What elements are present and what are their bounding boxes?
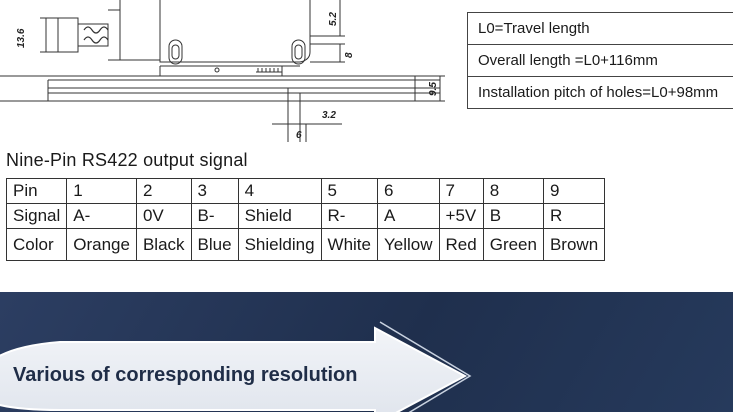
table-cell: 2	[135, 178, 192, 204]
table-cell: 4	[237, 178, 322, 204]
resolution-banner: Various of corresponding resolution	[0, 292, 733, 412]
table-cell: A	[377, 203, 440, 229]
dim-13-6: 13.6	[16, 28, 27, 48]
table-cell: 6	[377, 178, 440, 204]
pin-table: Pin 1 2 3 4 5 6 7 8 9 Signal A- 0V B- Sh…	[5, 178, 606, 261]
table-cell: A-	[66, 203, 137, 229]
dim-8: 8	[344, 52, 355, 58]
dim-6: 6	[296, 130, 302, 141]
table-cell: Black	[135, 228, 192, 261]
spec-travel-length: L0=Travel length	[468, 13, 733, 45]
table-cell: R-	[320, 203, 379, 229]
table-cell: B	[482, 203, 544, 229]
table-cell: +5V	[438, 203, 484, 229]
table-row-signal: Signal A- 0V B- Shield R- A +5V B R	[5, 203, 606, 229]
table-cell: Brown	[542, 228, 606, 261]
spec-box: L0=Travel length Overall length =L0+116m…	[467, 12, 733, 109]
table-cell: R	[542, 203, 606, 229]
table-cell: 8	[482, 178, 544, 204]
row-label-signal: Signal	[5, 203, 68, 229]
table-cell: Blue	[190, 228, 239, 261]
spec-hole-pitch: Installation pitch of holes=L0+98mm	[478, 84, 719, 101]
table-row-pin: Pin 1 2 3 4 5 6 7 8 9	[5, 178, 606, 204]
table-cell: 1	[66, 178, 137, 204]
dim-9-5: 9.5	[428, 82, 439, 96]
dim-3-2: 3.2	[322, 110, 336, 121]
mechanical-drawing: 13.6 5.2 8 9.5 3.2 6	[0, 0, 465, 148]
table-cell: White	[320, 228, 379, 261]
table-cell: 5	[320, 178, 379, 204]
dim-5-2: 5.2	[328, 12, 339, 26]
row-label-color: Color	[5, 228, 68, 261]
table-cell: 9	[542, 178, 606, 204]
table-cell: Green	[482, 228, 544, 261]
section-title: Nine-Pin RS422 output signal	[6, 150, 248, 170]
table-cell: 7	[438, 178, 484, 204]
arrow-shape	[0, 321, 472, 412]
table-cell: Red	[438, 228, 484, 261]
table-cell: 3	[190, 178, 239, 204]
table-cell: 0V	[135, 203, 192, 229]
table-cell: B-	[190, 203, 239, 229]
table-cell: Yellow	[377, 228, 440, 261]
table-cell: Orange	[66, 228, 137, 261]
row-label-pin: Pin	[5, 178, 68, 204]
banner-label: Various of corresponding resolution	[13, 364, 358, 386]
table-row-color: Color Orange Black Blue Shielding White …	[5, 228, 606, 261]
table-cell: Shielding	[237, 228, 322, 261]
table-cell: Shield	[237, 203, 322, 229]
spec-overall-length: Overall length =L0+116mm	[468, 45, 733, 77]
